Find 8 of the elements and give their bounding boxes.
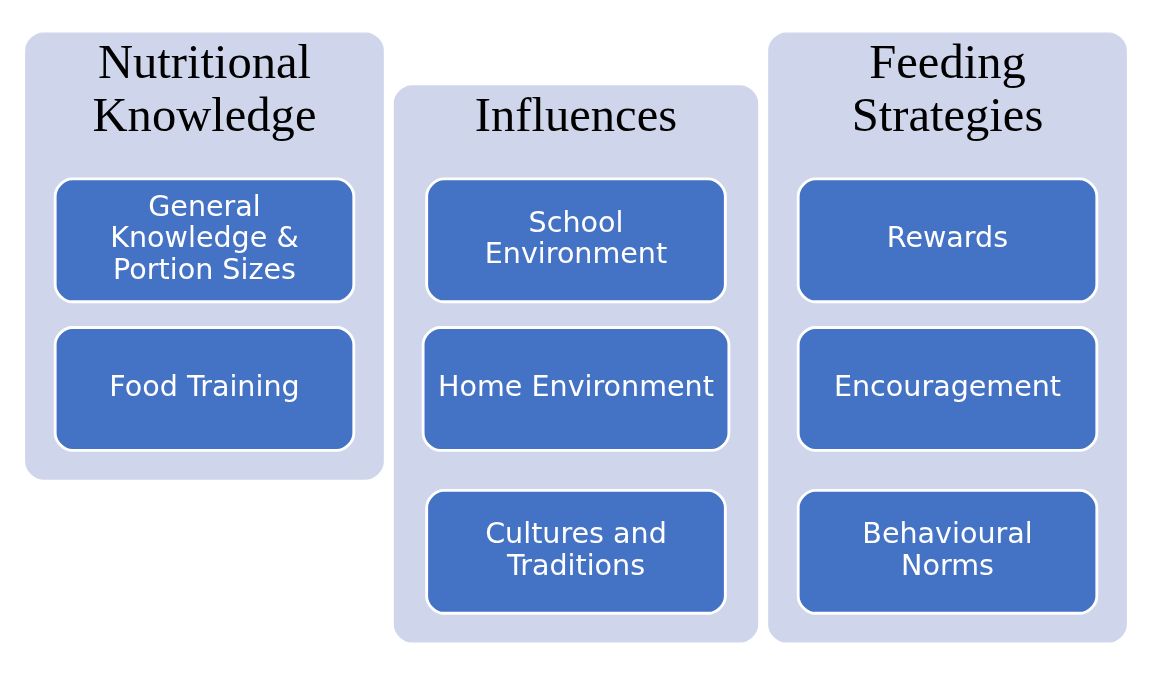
node-box: Home Environment [421, 325, 731, 452]
node-box: Cultures and Traditions [425, 488, 727, 615]
node-box: General Knowledge & Portion Sizes [53, 176, 356, 303]
node-box: Rewards [796, 176, 1099, 303]
node-box: School Environment [425, 176, 727, 303]
node-box: Food Training [53, 325, 356, 452]
node-box: Behavioural Norms [796, 488, 1099, 615]
node-box: Encouragement [796, 325, 1099, 452]
